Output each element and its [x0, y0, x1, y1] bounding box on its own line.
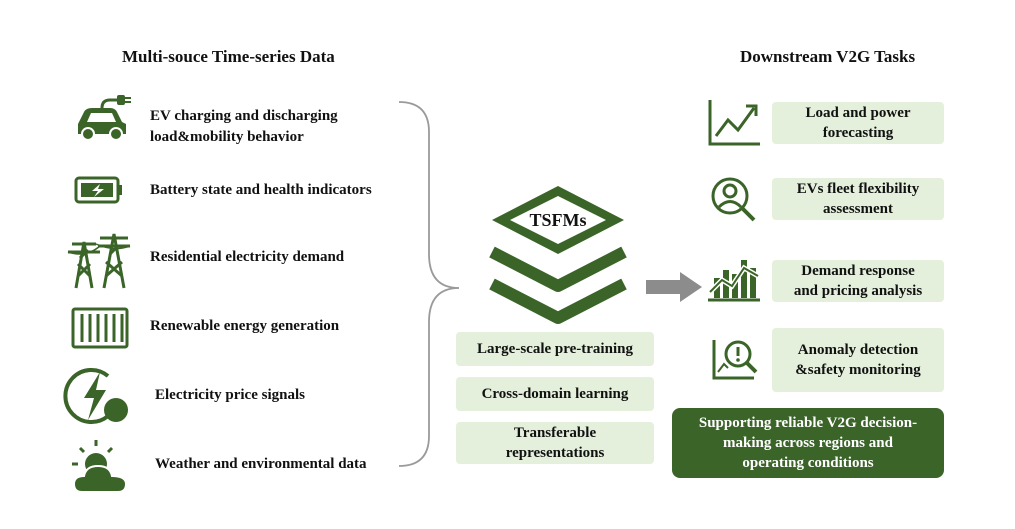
source-price-label: Electricity price signals — [155, 387, 305, 403]
anomaly-search-icon — [712, 340, 758, 380]
task-fleet-flexibility-line1: EVs fleet flexibility — [796, 181, 920, 197]
tsfm-label: TSFMs — [529, 210, 587, 230]
task-demand-response-line1: Demand response — [801, 263, 915, 279]
task-load-forecasting: Load and power forecasting — [772, 102, 944, 144]
left-heading: Multi-souce Time-series Data — [122, 47, 335, 66]
task-load-forecasting-line1: Load and power — [805, 105, 911, 121]
summary-box: Supporting reliable V2G decision- making… — [672, 408, 944, 478]
lightning-price-icon — [63, 368, 128, 424]
feature-transferable: Transferable representations — [456, 422, 654, 464]
line-chart-icon — [708, 100, 760, 146]
flow-arrow — [646, 272, 702, 302]
feature-cross-domain: Cross-domain learning — [456, 377, 654, 411]
task-demand-response: Demand response and pricing analysis — [772, 260, 944, 302]
task-fleet-flexibility: EVs fleet flexibility assessment — [772, 178, 944, 220]
task-load-forecasting-line2: forecasting — [822, 125, 894, 141]
task-fleet-flexibility-line2: assessment — [823, 201, 893, 217]
source-battery-label: Battery state and health indicators — [150, 182, 372, 198]
ev-charging-icon — [78, 95, 131, 141]
bar-chart-icon — [708, 260, 760, 302]
person-search-icon — [711, 177, 756, 222]
task-anomaly-detection-line2: &safety monitoring — [795, 362, 921, 378]
summary-line2: making across regions and — [723, 435, 893, 451]
tsfm-stack-icon — [489, 186, 627, 324]
source-ev-line2: load&mobility behavior — [150, 129, 304, 145]
task-anomaly-detection: Anomaly detection &safety monitoring — [772, 328, 944, 392]
source-residential-label: Residential electricity demand — [150, 249, 345, 265]
feature-pretraining: Large-scale pre-training — [456, 332, 654, 366]
source-renewable-label: Renewable energy generation — [150, 318, 340, 334]
source-weather-label: Weather and environmental data — [155, 456, 367, 472]
feature-transferable-line2: representations — [505, 445, 605, 461]
grouping-brace — [398, 101, 460, 467]
feature-transferable-line1: Transferable — [513, 425, 597, 441]
right-heading: Downstream V2G Tasks — [740, 47, 916, 66]
summary-line3: operating conditions — [742, 455, 874, 471]
transmission-tower-icon — [67, 233, 131, 289]
source-ev-line1: EV charging and discharging — [150, 108, 338, 124]
battery-icon — [74, 176, 122, 204]
solar-container-icon — [71, 307, 129, 349]
task-anomaly-detection-line1: Anomaly detection — [797, 342, 919, 358]
task-demand-response-line2: and pricing analysis — [793, 283, 923, 299]
weather-icon — [72, 440, 128, 493]
source-ev-label: EV charging and discharging load&mobilit… — [150, 106, 338, 148]
summary-line1: Supporting reliable V2G decision- — [698, 415, 918, 431]
